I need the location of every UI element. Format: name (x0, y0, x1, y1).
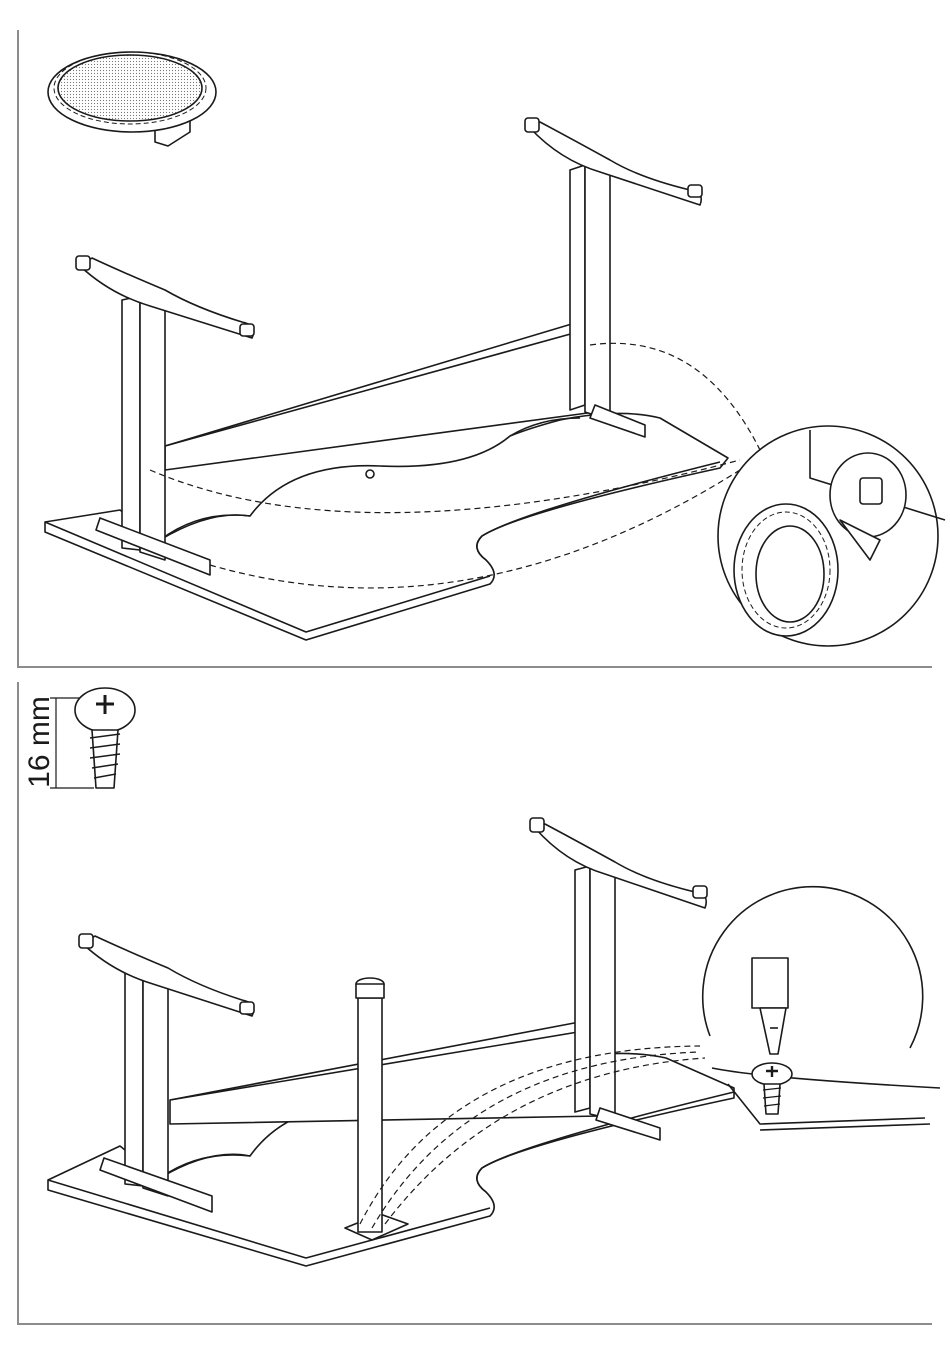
detail-magnifier (703, 887, 940, 1130)
panel-1-diagram (0, 0, 950, 668)
phillips-screw-icon (50, 688, 135, 788)
detail-magnifier (718, 426, 945, 646)
panel-2-diagram (0, 668, 950, 1328)
screw-length-label: 16 mm (23, 696, 57, 788)
cover-cap (48, 52, 216, 146)
screw (752, 1063, 792, 1114)
crossbar (170, 1020, 600, 1124)
